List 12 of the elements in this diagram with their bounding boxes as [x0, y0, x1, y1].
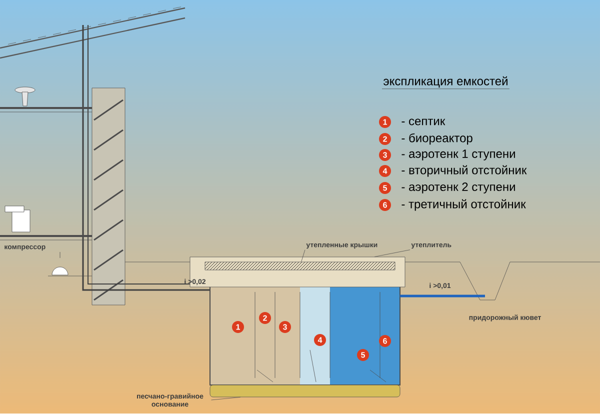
legend-text: - биореактор — [402, 133, 472, 145]
gravel-base — [210, 384, 400, 398]
leader-line — [211, 396, 241, 400]
legend-title: экспликация емкостей — [384, 76, 508, 88]
legend-text: - септик — [402, 118, 446, 126]
legend-text: - аэротенк 2 ступени — [402, 182, 515, 194]
legend-text: - третичный отстойник — [402, 199, 526, 211]
leader-line — [374, 250, 410, 257]
legend-text: - вторичный отстойник — [402, 165, 527, 177]
insulated-lid — [204, 262, 396, 270]
leader-line — [301, 250, 306, 262]
legend-text: - аэротенк 1 ступени — [402, 150, 515, 160]
